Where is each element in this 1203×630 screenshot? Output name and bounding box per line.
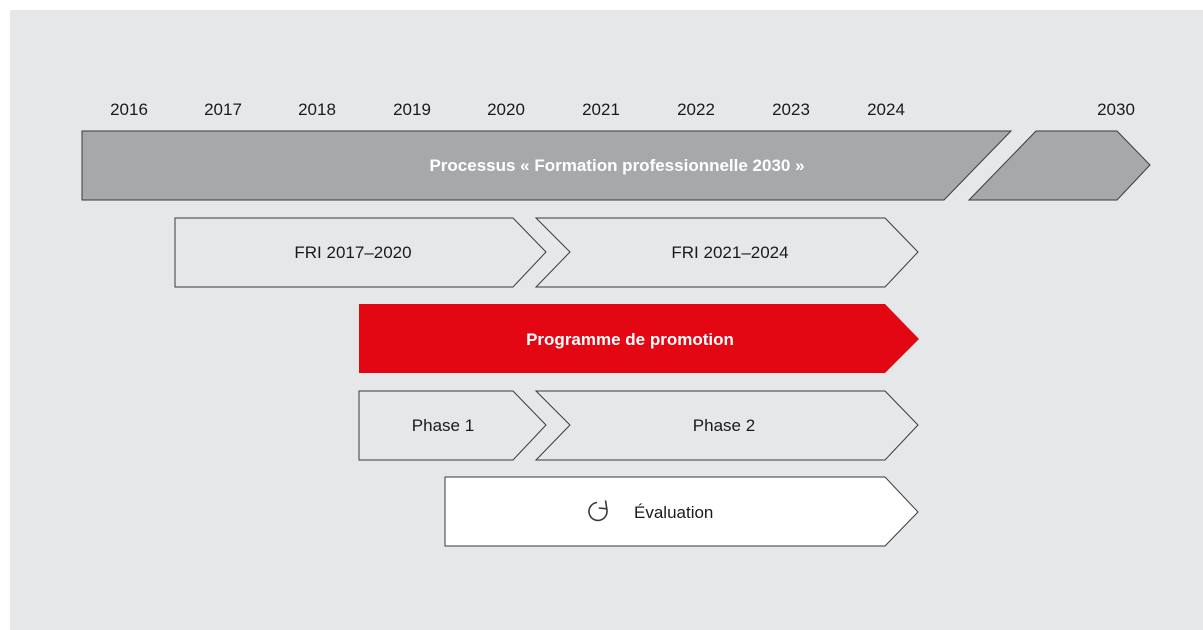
evaluation-bar: Évaluation: [444, 476, 919, 547]
fri-bar-label: FRI 2017–2020: [294, 243, 411, 262]
year-label: 2023: [772, 100, 810, 119]
process-bar: Processus « Formation professionnelle 20…: [81, 130, 1151, 201]
year-label: 2017: [204, 100, 242, 119]
year-label: 2030: [1097, 100, 1135, 119]
year-axis: 2016 2017 2018 2019 2020 2021 2022 2023 …: [110, 100, 1135, 119]
year-label: 2018: [298, 100, 336, 119]
phase-bars: Phase 1 Phase 2: [358, 390, 919, 461]
phase-bar-label: Phase 1: [412, 416, 474, 435]
fri-bar-2021-2024: [534, 217, 919, 288]
process-bar-segment-end: [967, 130, 1151, 201]
year-label: 2022: [677, 100, 715, 119]
fri-bars: FRI 2017–2020 FRI 2021–2024: [174, 217, 919, 288]
promotion-bar-shape: [359, 304, 919, 373]
evaluation-bar-shape: [444, 476, 919, 547]
phase-bar-label: Phase 2: [693, 416, 755, 435]
year-label: 2020: [487, 100, 525, 119]
fri-bar-2017-2020: [174, 217, 547, 288]
phase-2-bar: [534, 390, 919, 461]
promotion-bar: Programme de promotion: [359, 304, 919, 373]
phase-1-bar: [358, 390, 547, 461]
evaluation-bar-label: Évaluation: [634, 503, 713, 522]
promotion-bar-label: Programme de promotion: [526, 330, 734, 349]
year-label: 2024: [867, 100, 905, 119]
year-label: 2019: [393, 100, 431, 119]
process-bar-segment-main: [81, 130, 1013, 201]
fri-bar-label: FRI 2021–2024: [671, 243, 788, 262]
year-label: 2021: [582, 100, 620, 119]
refresh-icon: [588, 500, 608, 522]
year-label: 2016: [110, 100, 148, 119]
process-bar-label: Processus « Formation professionnelle 20…: [429, 156, 804, 175]
